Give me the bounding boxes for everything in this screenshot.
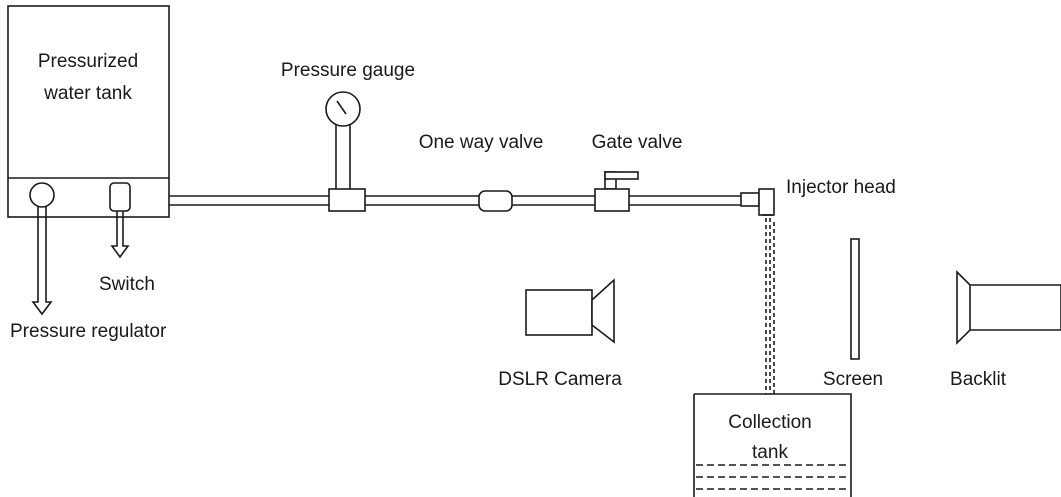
spray-jet [765, 218, 775, 394]
switch-icon [109, 182, 131, 212]
water-tank-body [7, 5, 170, 218]
collection-tank-label-line-1: Collection [728, 412, 811, 433]
backlit-label: Backlit [950, 369, 1007, 390]
pressure-regulator: Pressure regulator [10, 182, 167, 342]
collection-tank-label-line-2: tank [752, 442, 788, 463]
collection-tank: Collection tank [693, 393, 852, 497]
pressurized-water-tank: Pressurized water tank [7, 5, 170, 218]
dslr-camera: DSLR Camera [498, 278, 622, 390]
regulator-arrow-icon [31, 207, 53, 316]
gauge-needle [336, 100, 347, 115]
pressure-gauge: Pressure gauge [281, 60, 415, 212]
injector-head: Injector head [740, 177, 896, 216]
switch-arrow-icon [110, 211, 130, 259]
water-tank-label-line-2: water tank [43, 83, 132, 104]
switch-label: Switch [99, 274, 155, 295]
one-way-valve-icon [478, 190, 513, 212]
camera-lens-icon [591, 278, 615, 344]
regulator-knob-icon [29, 182, 55, 208]
switch: Switch [99, 182, 155, 295]
gauge-stem [335, 120, 351, 193]
screen: Screen [823, 238, 883, 390]
gate-valve-body-icon [594, 188, 630, 212]
one-way-valve-label: One way valve [419, 132, 544, 153]
water-tank-label-line-1: Pressurized [38, 51, 138, 72]
gate-valve-handle-icon [604, 171, 639, 180]
injector-connector [740, 192, 760, 207]
dslr-camera-label: DSLR Camera [498, 369, 622, 390]
screen-label: Screen [823, 369, 883, 390]
backlit: Backlit [950, 270, 1061, 390]
injector-body-icon [758, 188, 775, 216]
one-way-valve: One way valve [419, 132, 544, 212]
gate-valve: Gate valve [592, 132, 683, 212]
camera-body-icon [525, 289, 593, 336]
pressure-regulator-label: Pressure regulator [10, 321, 167, 342]
pressure-gauge-label: Pressure gauge [281, 60, 415, 81]
collection-tank-body [693, 393, 852, 497]
gauge-t-junction [328, 188, 366, 212]
injector-head-label: Injector head [786, 177, 896, 198]
gate-valve-label: Gate valve [592, 132, 683, 153]
pipeline [169, 195, 741, 206]
backlit-lamp-icon [956, 270, 1061, 345]
screen-panel [850, 238, 860, 360]
